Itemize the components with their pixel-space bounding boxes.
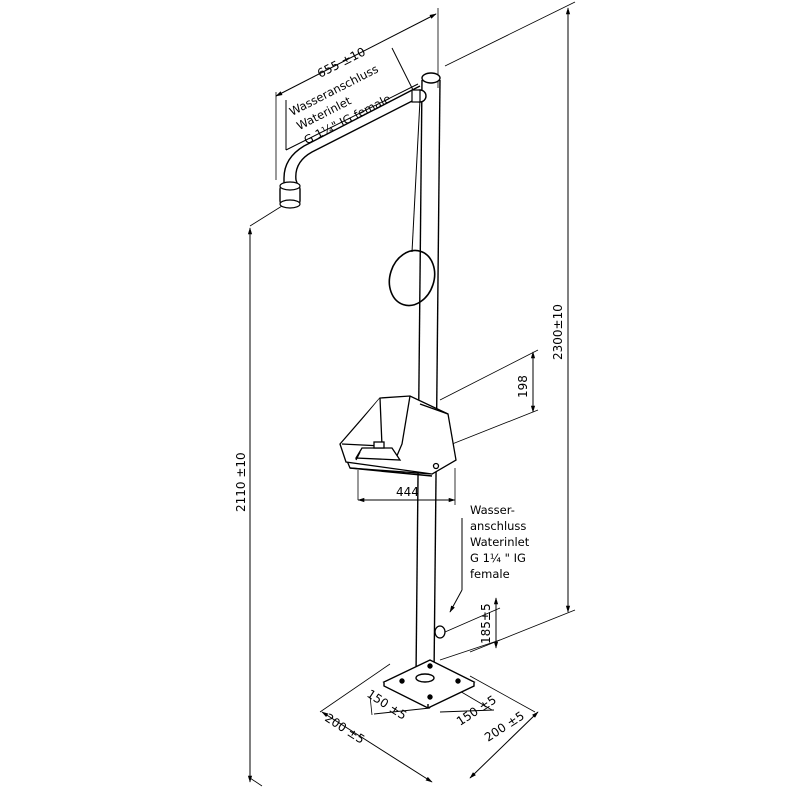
bottom-inlet-line1: Wasser- [470,503,515,517]
bowl-width-label: 444 [396,485,419,499]
bottom-inlet-line4: G 1¼ " IG [470,551,526,565]
base-outer-left-dim-line [321,711,433,783]
eyewash-bowl [339,395,457,477]
bottom-inlet-line3: Waterinlet [470,535,530,549]
bottom-inlet-line5: female [470,567,510,581]
bottom-inlet-leader [449,589,463,613]
base-inner-right-dim-line [439,709,495,713]
lower-inlet [434,625,446,639]
shower-arm [279,85,423,209]
pull-ring [388,249,436,307]
bottom-inlet-note: Wasser- anschluss Waterinlet G 1¼ " IG f… [470,503,530,581]
top-inlet-leader [391,47,417,97]
total-height-label: 2300±10 [551,304,565,360]
arm-length-dim-line [275,13,437,97]
base-outer-right-label: 200 ±5 [482,709,527,745]
base-outer-right-dim-line [469,711,539,779]
base-plate [382,659,476,709]
main-pole [415,72,441,677]
base-outer-left-label: 200 ±5 [322,711,367,747]
bottom-inlet-line2: anschluss [470,519,526,533]
bowl-height-label: 198 [516,375,530,398]
inlet-height-label: 185±5 [479,603,493,644]
top-inlet-note: Wasseranschluss Waterinlet G 1¼" IG fema… [287,62,393,147]
pull-valve [388,89,436,307]
head-height-label: 2110 ±10 [234,452,248,512]
dimension-lines [247,7,571,783]
base-inner-left-dim-line [373,707,431,715]
